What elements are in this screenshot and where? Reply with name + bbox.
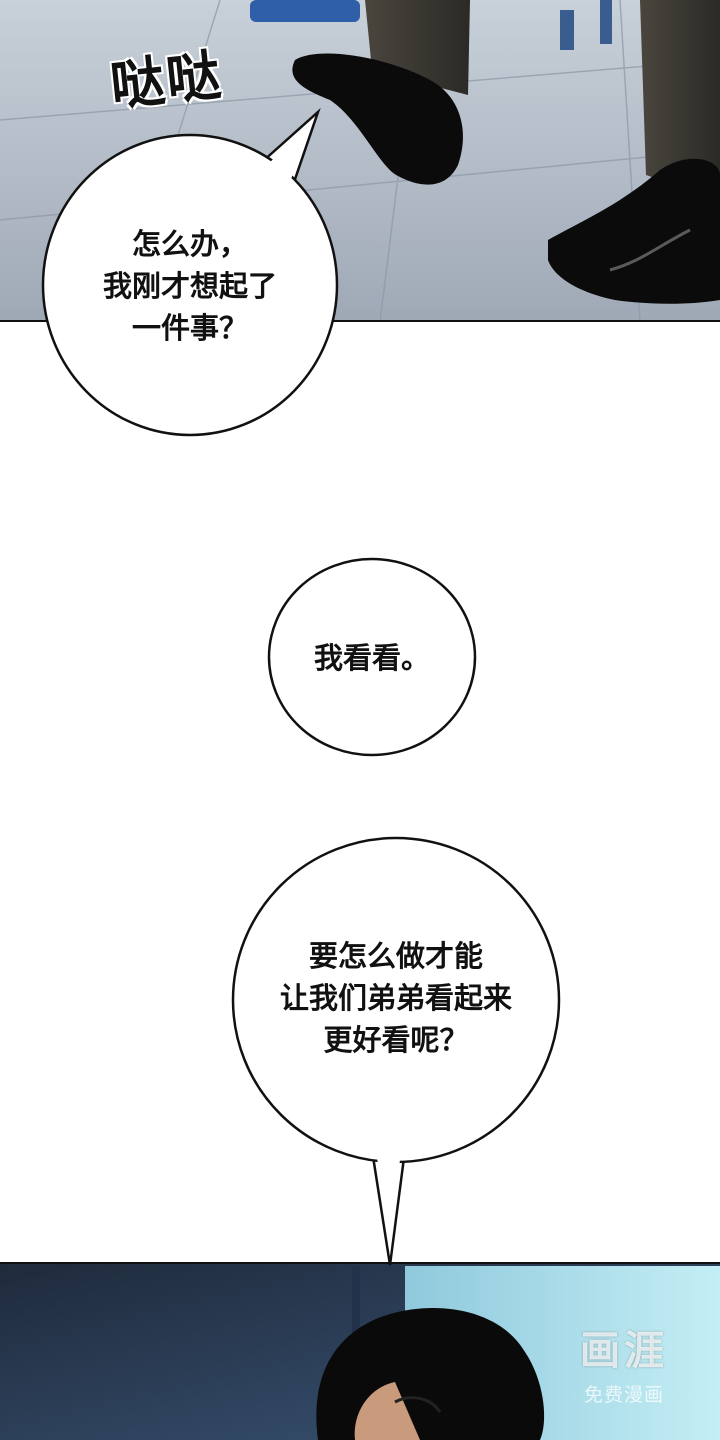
bubble-line: 让我们弟弟看起来 <box>279 981 512 1016</box>
bubble-line: 我看看。 <box>313 641 430 675</box>
speech-bubble-1-text: 怎么办， 我刚才想起了 一件事？ <box>60 223 320 349</box>
bubble-line: 怎么办， <box>131 227 248 261</box>
bubble-line: 更好看呢？ <box>323 1023 469 1058</box>
watermark-tag: 免费漫画 <box>583 1384 664 1406</box>
watermark-logo: 画涯 <box>580 1328 668 1374</box>
bubble-line: 要怎么做才能 <box>308 939 483 973</box>
bottom-panel <box>0 1262 720 1440</box>
speech-bubble-3-text: 要怎么做才能 让我们弟弟看起来 更好看呢？ <box>236 935 556 1061</box>
sound-effect-text: 哒哒 <box>107 43 226 118</box>
watermark: 画涯 免费漫画 <box>564 1318 684 1407</box>
bubble-line: 一件事？ <box>131 311 248 346</box>
bottom-panel-art <box>0 1262 720 1440</box>
speech-bubble-2-text: 我看看。 <box>272 637 472 679</box>
bubble-line: 我刚才想起了 <box>102 269 277 304</box>
